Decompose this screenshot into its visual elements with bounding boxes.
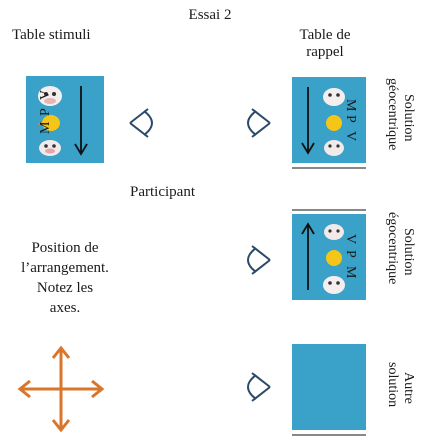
- recall-card-egocentric: V P M: [292, 209, 366, 300]
- participant-eye-icon: [129, 108, 153, 138]
- card-letter-p: P: [343, 115, 358, 123]
- solution-other-line2: solution: [385, 362, 400, 408]
- cow-icon: [323, 276, 345, 294]
- solution-egocentric-line1: Solution: [401, 228, 416, 276]
- recall-card-other: [292, 344, 366, 436]
- recall-table-label-line1: Table de: [299, 27, 351, 43]
- four-way-arrow-icon: [17, 345, 105, 433]
- arrangement-note-line2: l’arrangement.: [21, 260, 109, 276]
- stimuli-card: V P M: [26, 76, 104, 163]
- solution-other-line1: Autre: [401, 372, 416, 404]
- recall-card-egocentric-graphic: [292, 209, 366, 300]
- arrangement-note-line4: axes.: [49, 300, 81, 316]
- eye-icon-row3: [247, 372, 271, 402]
- pig-icon: [39, 140, 61, 156]
- card-letter-v: V: [38, 89, 53, 100]
- solution-geocentric-line2: géocentrique: [385, 78, 400, 151]
- card-letter-m: M: [343, 99, 358, 112]
- chick-icon: [326, 115, 342, 131]
- cow-icon: [38, 86, 62, 106]
- pig-icon: [324, 140, 344, 156]
- stimuli-table-label: Table stimuli: [12, 27, 91, 43]
- pig-icon: [324, 224, 344, 240]
- chick-icon: [326, 250, 342, 266]
- recall-card-geocentric-graphic: [292, 77, 366, 169]
- arrangement-note: Position de l’arrangement. Notez les axe…: [10, 238, 120, 318]
- eye-icon-row1: [247, 108, 271, 138]
- arrangement-note-line3: Notez les: [36, 280, 94, 296]
- arrangement-note-line1: Position de: [31, 240, 99, 256]
- recall-table-label-line2: rappel: [306, 44, 344, 60]
- card-letter-m: M: [38, 121, 53, 134]
- card-letter-p: P: [38, 108, 53, 116]
- participant-label: Participant: [130, 184, 195, 200]
- solution-geocentric-line1: Solution: [401, 94, 416, 142]
- page-title: Essai 2: [188, 7, 232, 23]
- cow-icon: [323, 88, 345, 106]
- solution-egocentric-line2: égocentrique: [385, 212, 400, 285]
- card-letter-v: V: [343, 131, 358, 142]
- recall-card-other-graphic: [292, 344, 366, 436]
- chick-icon: [37, 115, 60, 131]
- card-letter-v: V: [343, 234, 358, 245]
- stimuli-card-graphic: [26, 76, 104, 163]
- card-letter-p: P: [343, 250, 358, 258]
- card-letter-m: M: [343, 266, 358, 279]
- recall-table-label: Table de rappel: [285, 27, 365, 61]
- eye-icon-row2: [247, 245, 271, 275]
- recall-card-geocentric: M P V: [292, 77, 366, 169]
